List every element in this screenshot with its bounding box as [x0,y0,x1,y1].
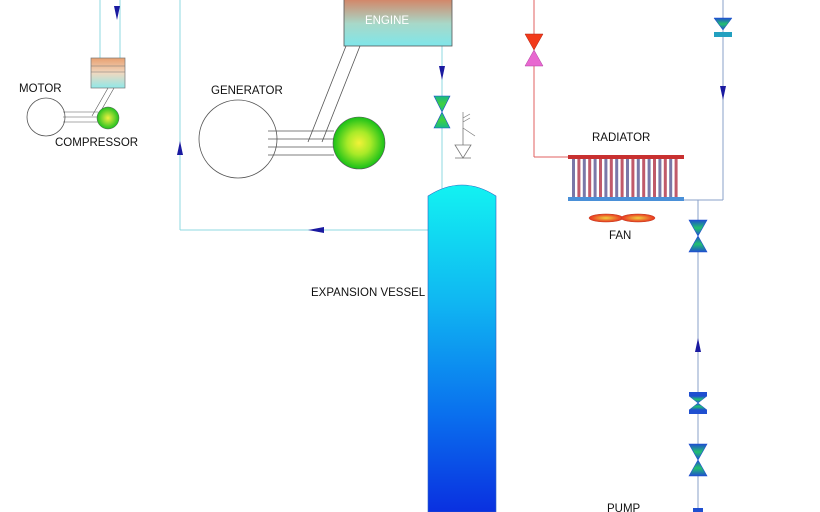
expansion-vessel-label: EXPANSION VESSEL [311,287,426,299]
flow-arrow-return-down [720,86,726,100]
valve-engine-outlet [433,95,451,129]
radiator-fin [572,159,575,197]
generator-label: GENERATOR [211,85,283,97]
radiator-fin [609,159,613,197]
flow-arrow-engine-down [439,66,445,80]
radiator-fin [658,159,662,197]
drive-belt [307,45,361,143]
radiator: RADIATOR [568,132,684,201]
motor-body [26,97,66,137]
compressor-label: COMPRESSOR [55,137,138,149]
flow-arrow-motor-down [114,6,120,20]
radiator-fin [674,159,678,197]
valve-return-3 [688,443,708,477]
generator-body [198,99,278,179]
expansion-vessel: EXPANSION VESSEL [311,184,497,512]
pump-label: PUMP [607,503,641,512]
flow-arrow-left-up [177,141,183,155]
fan-label: FAN [609,230,631,242]
radiator-fin [620,159,624,197]
fan-blade-right [620,213,656,223]
motor-label: MOTOR [19,83,62,95]
radiator-fin [615,159,619,197]
valve-return-top [713,17,733,37]
valve-hot-line [524,33,544,67]
radiator-fin [653,159,656,197]
engine-label: ENGINE [365,15,409,27]
radiator-fin [642,159,646,197]
flow-arrows [114,6,726,352]
fan: FAN [588,213,656,242]
flow-arrow-return-up [695,338,701,352]
valve-return-1 [688,219,708,253]
flow-arrow-bottom-left [308,227,324,233]
relief-valve [454,112,476,159]
radiator-fin [593,159,597,197]
compressor-box [90,57,126,89]
compressor-pulley [96,106,120,130]
expansion-vessel-body [427,184,497,512]
radiator-fin [631,159,635,197]
engine: ENGINE [343,0,453,47]
radiator-fin [599,159,602,197]
radiator-fin [663,159,667,197]
valve-return-2 [688,392,708,414]
generator: GENERATOR [198,85,386,179]
generator-pulley [332,116,386,170]
radiator-fin [647,159,651,197]
radiator-label: RADIATOR [592,132,650,144]
radiator-fin [588,159,592,197]
radiator-fin [636,159,640,197]
pump-body [693,508,703,512]
radiator-fin [577,159,581,197]
radiator-fin [626,159,629,197]
radiator-fin [669,159,673,197]
motor-compressor: MOTOR COMPRESSOR [19,57,138,149]
pump: PUMP [607,503,703,512]
radiator-fin [604,159,608,197]
radiator-fins [572,159,678,197]
fan-blade-left [588,213,624,223]
radiator-fin [582,159,586,197]
pipe-network [99,0,724,512]
